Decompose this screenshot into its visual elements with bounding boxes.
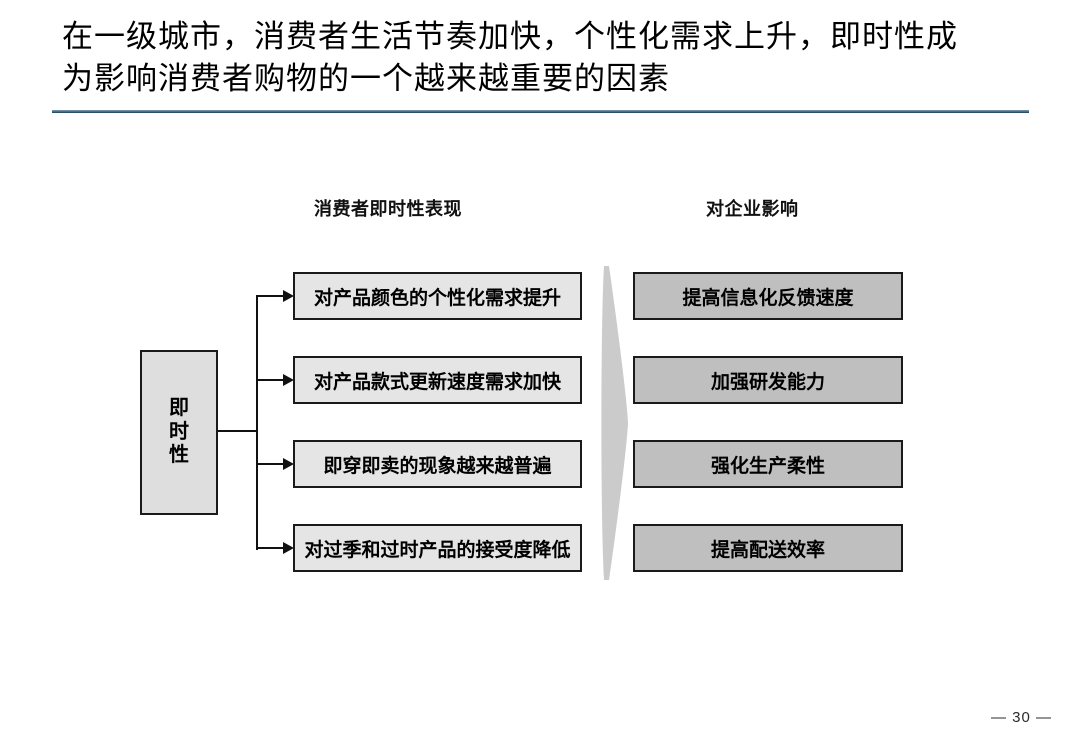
connector-branch-2: [257, 379, 284, 381]
consumer-behavior-label: 对产品颜色的个性化需求提升: [313, 287, 561, 309]
immediacy-source-box: 即时性: [140, 350, 218, 515]
consumer-behavior-box: 对过季和过时产品的接受度降低: [293, 524, 582, 572]
consumer-behavior-label: 即穿即卖的现象越来越普遍: [323, 455, 552, 477]
flow-arrow-icon: [601, 266, 628, 580]
arrowhead-icon: [283, 458, 294, 470]
consumer-behavior-box: 即穿即卖的现象越来越普遍: [293, 440, 582, 488]
enterprise-impact-box: 提高配送效率: [633, 524, 903, 572]
connector-branch-1: [257, 295, 284, 297]
enterprise-impact-label: 加强研发能力: [710, 371, 825, 393]
left-column-header: 消费者即时性表现: [314, 199, 462, 219]
slide-title-line-2: 为影响消费者购物的一个越来越重要的因素: [62, 61, 670, 97]
consumer-behavior-label: 对过季和过时产品的接受度降低: [304, 539, 571, 561]
consumer-behavior-box: 对产品款式更新速度需求加快: [293, 356, 582, 404]
immediacy-source-label: 即时性: [169, 397, 189, 467]
arrowhead-icon: [283, 374, 294, 386]
connector-branch-4: [257, 547, 284, 549]
slide-title-line-1: 在一级城市，消费者生活节奏加快，个性化需求上升，即时性成: [62, 19, 958, 55]
connector-trunk: [256, 295, 258, 550]
enterprise-impact-label: 提高配送效率: [710, 539, 825, 561]
arrowhead-icon: [283, 542, 294, 554]
enterprise-impact-label: 提高信息化反馈速度: [682, 287, 854, 309]
slide-title: 在一级城市，消费者生活节奏加快，个性化需求上升，即时性成 为影响消费者购物的一个…: [62, 16, 1042, 100]
right-column-header: 对企业影响: [706, 199, 799, 219]
enterprise-impact-box: 提高信息化反馈速度: [633, 272, 903, 320]
enterprise-impact-box: 强化生产柔性: [633, 440, 903, 488]
consumer-behavior-label: 对产品款式更新速度需求加快: [313, 371, 561, 393]
consumer-behavior-box: 对产品颜色的个性化需求提升: [293, 272, 582, 320]
arrowhead-icon: [283, 290, 294, 302]
page-number: — 30 —: [990, 709, 1052, 726]
connector-branch-3: [257, 463, 284, 465]
enterprise-impact-label: 强化生产柔性: [710, 455, 825, 477]
enterprise-impact-box: 加强研发能力: [633, 356, 903, 404]
connector-stem: [218, 430, 257, 432]
title-underline: [52, 110, 1029, 113]
